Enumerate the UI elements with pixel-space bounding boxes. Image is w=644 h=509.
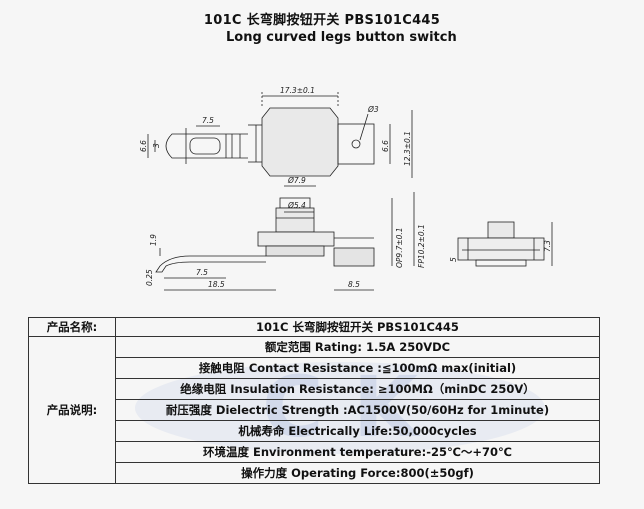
dim-leg-top: 7.5 [202,116,214,125]
curved-leg [155,255,266,273]
spec-dielectric-strength: 耐压强度 Dielectric Strength :AC1500V(50/60H… [115,399,600,421]
side-view [155,185,415,291]
top-view [147,92,413,178]
product-name-value: 101C 长弯脚按钮开关 PBS101C445 [115,317,600,337]
spec-table: 产品名称: 101C 长弯脚按钮开关 PBS101C445 产品说明: 额定范围… [28,317,600,484]
terminal-hole [351,139,361,149]
dim-thickness: 0.25 [145,269,154,286]
product-spec-label: 产品说明: [28,336,116,484]
table-row: 耐压强度 Dielectric Strength :AC1500V(50/60H… [29,399,600,421]
right-terminal [337,123,375,165]
dim-right-outer: 6.6 [381,140,390,152]
dim-body: 8.5 [348,280,360,289]
technical-drawing: 17.3±0.1 7.5 Ø3 6.6 3 6.6 12.3±0.1 Ø7.9 … [139,86,553,291]
spec-operating-force: 操作力度 Operating Force:800(±50gf) [115,462,600,484]
dim-end-left: 5 [449,257,458,262]
left-terminal-tip [165,133,186,159]
table-row: 产品说明: 额定范围 Rating: 1.5A 250VDC [28,336,600,484]
dim-length: 18.5 [208,280,225,289]
dim-offset: 1.9 [149,234,158,246]
table-row: 产品名称: 101C 长弯脚按钮开关 PBS101C445 [28,317,600,337]
dim-inner-dia: Ø5.4 [287,201,306,210]
page-title: 101C 长弯脚按钮开关 PBS101C445 [203,13,441,28]
spec-environment-temperature: 环境温度 Environment temperature:-25℃～+70℃ [115,441,600,463]
table-row: 机械寿命 Electrically Life:50,000cycles [29,420,600,442]
dim-leg-side: 7.5 [196,268,208,277]
dim-left-inner: 3 [152,143,161,148]
spec-insulation-resistance: 绝缘电阻 Insulation Resistance: ≥100MΩ（minDC… [115,378,600,400]
left-terminal-slot [189,137,221,155]
switch-body-side [257,231,335,247]
switch-body-top [261,107,339,177]
dim-left-outer: 6.6 [139,140,148,152]
dim-fp-height: FP10.2±0.1 [417,224,426,268]
dim-width: 17.3±0.1 [280,86,315,95]
dim-right-total: 12.3±0.1 [403,131,412,166]
end-view [457,221,553,267]
dim-outer-dia: Ø7.9 [287,176,306,185]
table-row: 操作力度 Operating Force:800(±50gf) [29,462,600,484]
table-row: 绝缘电阻 Insulation Resistance: ≥100MΩ（minDC… [29,378,600,400]
dim-end-right: 7.3 [543,240,552,252]
spec-electrical-life: 机械寿命 Electrically Life:50,000cycles [115,420,600,442]
product-name-label: 产品名称: [28,317,116,337]
dim-op-height: OP9.7±0.1 [395,227,404,268]
spec-rating: 额定范围 Rating: 1.5A 250VDC [115,336,600,358]
page-subtitle: Long curved legs button switch [226,30,457,45]
spec-contact-resistance: 接触电阻 Contact Resistance :≦100mΩ max(init… [115,357,600,379]
end-view-body [457,237,545,261]
dim-hole: Ø3 [367,105,379,114]
